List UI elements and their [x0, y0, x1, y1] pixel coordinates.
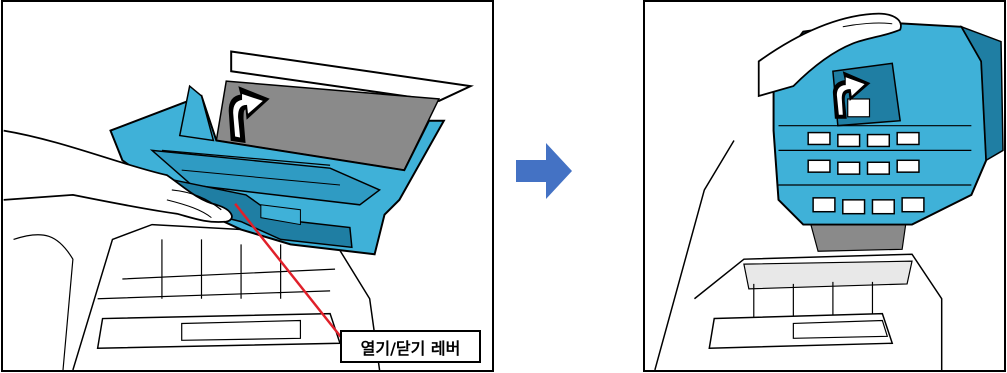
right-illustration-panel	[643, 0, 1006, 372]
right-arrow-icon	[516, 143, 572, 199]
scanner-opened-illustration	[645, 2, 1004, 370]
lever-callout-label: 열기/닫기 레버	[340, 330, 481, 363]
left-illustration-panel	[1, 0, 494, 372]
scanner-open-illustration	[3, 2, 492, 370]
